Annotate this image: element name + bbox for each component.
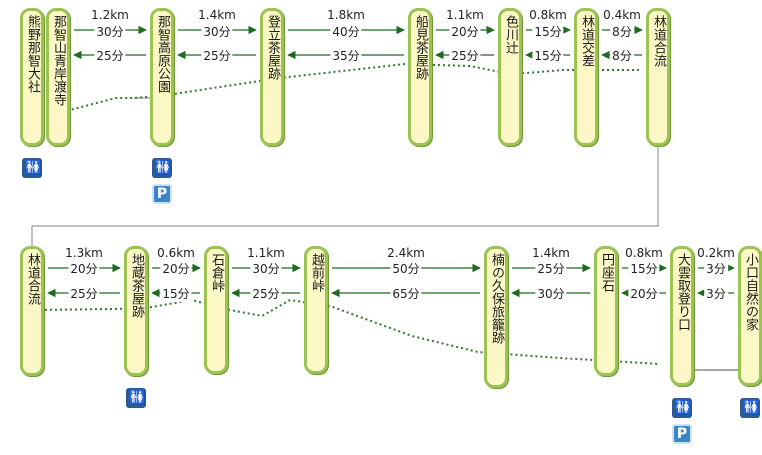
segment-distance: 2.4km [387,246,425,260]
trail-post-name: 円座石 [599,253,614,292]
forward-time: 20分 [68,260,100,277]
segment-distance: 0.2km [697,246,735,260]
toilet-icon: 🚻 [126,388,146,408]
trail-post-name: 船見茶屋跡 [413,15,428,80]
back-time: 3分 [704,285,728,302]
back-time: 15分 [532,47,564,64]
trail-post-name: 色川辻 [503,15,518,54]
back-time: 65分 [390,285,422,302]
trail-post[interactable]: 大雲取登り口 [670,246,694,386]
trail-post[interactable]: 地蔵茶屋跡 [124,246,148,376]
trail-post-name: 那智山青岸渡寺 [51,15,66,106]
parking-icon: P [672,424,692,444]
trail-post[interactable]: 林道合流 [20,246,44,376]
back-time: 8分 [610,47,634,64]
trail-post[interactable]: 石倉峠 [204,246,228,374]
trail-post-name: 大雲取登り口 [675,253,690,331]
forward-time: 25分 [535,260,567,277]
forward-time: 30分 [250,260,282,277]
trail-post[interactable]: 登立茶屋跡 [260,8,284,146]
trail-post-name: 小口自然の家 [743,253,758,331]
forward-time: 15分 [628,260,660,277]
segment-distance: 0.6km [157,246,195,260]
segment-distance: 1.1km [446,8,484,22]
segment-distance: 1.4km [198,8,236,22]
toilet-icon: 🚻 [22,158,42,178]
row-connector [31,140,659,246]
back-time: 25分 [68,285,100,302]
back-time: 25分 [201,47,233,64]
trail-post-name: 石倉峠 [209,253,224,292]
segment-distance: 1.8km [327,8,365,22]
trail-post-name: 那智高原公園 [155,15,170,93]
segment-distance: 1.2km [91,8,129,22]
back-time: 30分 [535,285,567,302]
forward-time: 3分 [704,260,728,277]
back-time: 15分 [160,285,192,302]
trail-post-name: 林道交差 [579,15,594,67]
toilet-icon: 🚻 [672,398,692,418]
trail-post-name: 熊野那智大社 [25,15,40,93]
forward-time: 20分 [449,23,481,40]
segment-distance: 0.4km [603,8,641,22]
toilet-icon: 🚻 [152,158,172,178]
segment-distance: 1.1km [247,246,285,260]
toilet-glyph: 🚻 [742,400,761,416]
trail-post[interactable]: 色川辻 [498,8,522,146]
forward-time: 30分 [94,23,126,40]
back-time: 20分 [628,285,660,302]
segment-distance: 1.3km [65,246,103,260]
trail-post[interactable]: 円座石 [594,246,618,376]
forward-time: 8分 [610,23,634,40]
trail-post[interactable]: 楠の久保旅籠跡 [484,246,508,388]
segment-distance: 0.8km [625,246,663,260]
forward-time: 15分 [532,23,564,40]
trail-post-name: 登立茶屋跡 [265,15,280,80]
parking-icon: P [152,184,172,204]
toilet-glyph: 🚻 [24,160,43,176]
trail-path-row-1 [61,62,640,113]
toilet-glyph: 🚻 [128,390,147,406]
trail-post[interactable]: 越前峠 [304,246,328,374]
trail-post-name: 林道合流 [651,15,666,67]
trail-post[interactable]: 船見茶屋跡 [408,8,432,146]
trail-post[interactable]: 熊野那智大社 [20,8,44,146]
back-time: 25分 [94,47,126,64]
trail-post-name: 林道合流 [25,253,40,305]
back-time: 25分 [449,47,481,64]
trail-post[interactable]: 那智高原公園 [150,8,174,146]
forward-time: 20分 [160,260,192,277]
trail-post[interactable]: 小口自然の家 [738,246,762,386]
trail-post-name: 楠の久保旅籠跡 [489,253,504,344]
toilet-glyph: 🚻 [674,400,693,416]
segment-distance: 1.4km [532,246,570,260]
back-time: 25分 [250,285,282,302]
toilet-icon: 🚻 [740,398,760,418]
segment-distance: 0.8km [529,8,567,22]
back-time: 35分 [330,47,362,64]
trail-post-name: 地蔵茶屋跡 [129,253,144,318]
trail-post-name: 越前峠 [309,253,324,292]
trail-post[interactable]: 林道合流 [646,8,670,146]
forward-time: 40分 [330,23,362,40]
toilet-glyph: 🚻 [154,160,173,176]
trail-post[interactable]: 那智山青岸渡寺 [46,8,70,146]
forward-time: 50分 [390,260,422,277]
trail-post[interactable]: 林道交差 [574,8,598,146]
forward-time: 30分 [201,23,233,40]
